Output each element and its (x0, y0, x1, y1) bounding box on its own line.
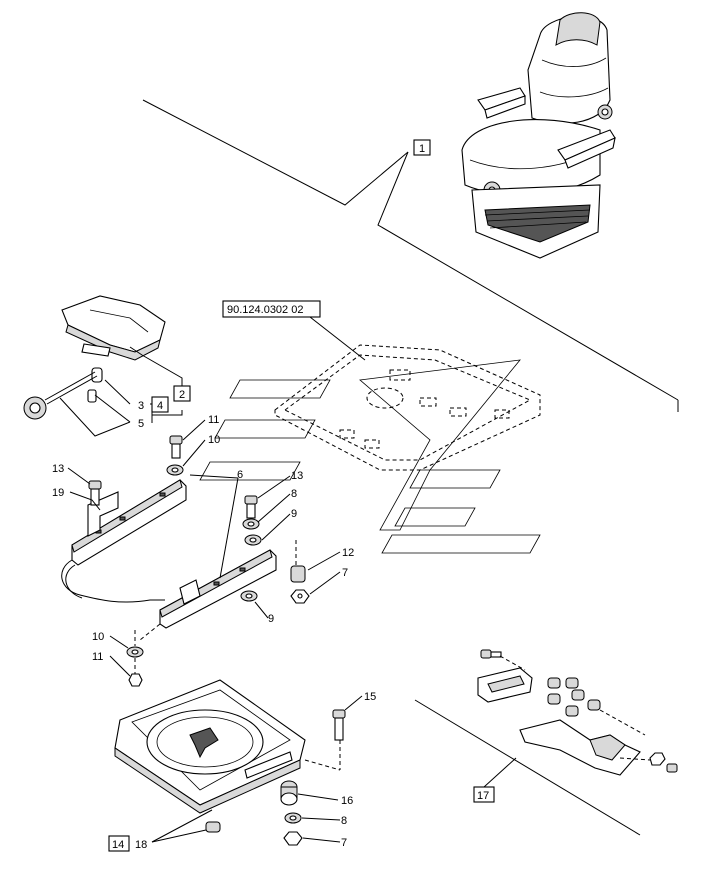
box-label-2: 2 (179, 389, 185, 401)
part-label-13-left: 13 (52, 463, 64, 475)
fasteners (88, 435, 310, 687)
box-label-1: 1 (419, 143, 425, 155)
bracket-assembly (477, 649, 678, 776)
part-label-7-upper: 7 (342, 567, 348, 579)
part-label-18: 18 (135, 839, 147, 851)
seat-slide-rails (61, 479, 277, 629)
part-label-11-lower: 11 (92, 651, 103, 663)
ghost-seat-plate (199, 344, 541, 554)
reference-code-box (222, 300, 321, 318)
part-label-3: 3 (138, 400, 144, 412)
box-1 (413, 139, 431, 156)
box-label-14: 14 (112, 839, 124, 851)
box-4 (151, 396, 169, 413)
part-label-11-top: 11 (208, 414, 219, 426)
part-label-19: 19 (52, 487, 64, 499)
reference-code: 90.124.0302 02 (227, 304, 303, 316)
part-label-5: 5 (138, 418, 144, 430)
part-label-10-lower: 10 (92, 631, 104, 643)
part-label-8-lower: 8 (341, 815, 347, 827)
part-numbers: 3 5 11 10 13 19 6 13 8 9 12 7 9 10 11 15… (52, 400, 376, 851)
part-label-16: 16 (341, 795, 353, 807)
reference-lines (142, 99, 679, 836)
boxed-labels: 1 90.124.0302 02 2 4 14 17 (108, 139, 495, 852)
part-label-8-upper: 8 (291, 488, 297, 500)
part-label-7-lower: 7 (341, 837, 347, 849)
part-label-10-top: 10 (208, 434, 220, 446)
box-label-4: 4 (157, 400, 163, 412)
box-label-17: 17 (477, 790, 489, 802)
part-label-9-upper: 9 (291, 508, 297, 520)
box-2 (173, 385, 191, 402)
box-14 (108, 835, 130, 852)
part-label-9-lower: 9 (268, 613, 274, 625)
part-label-12: 12 (342, 547, 354, 559)
box-17 (473, 786, 495, 803)
swivel-base-plate (114, 679, 346, 846)
part-label-15: 15 (364, 691, 376, 703)
leader-lines (59, 316, 517, 843)
lever-assembly (23, 295, 166, 420)
part-label-6: 6 (237, 469, 243, 481)
operator-seat (461, 12, 616, 259)
part-label-13-right: 13 (291, 470, 303, 482)
